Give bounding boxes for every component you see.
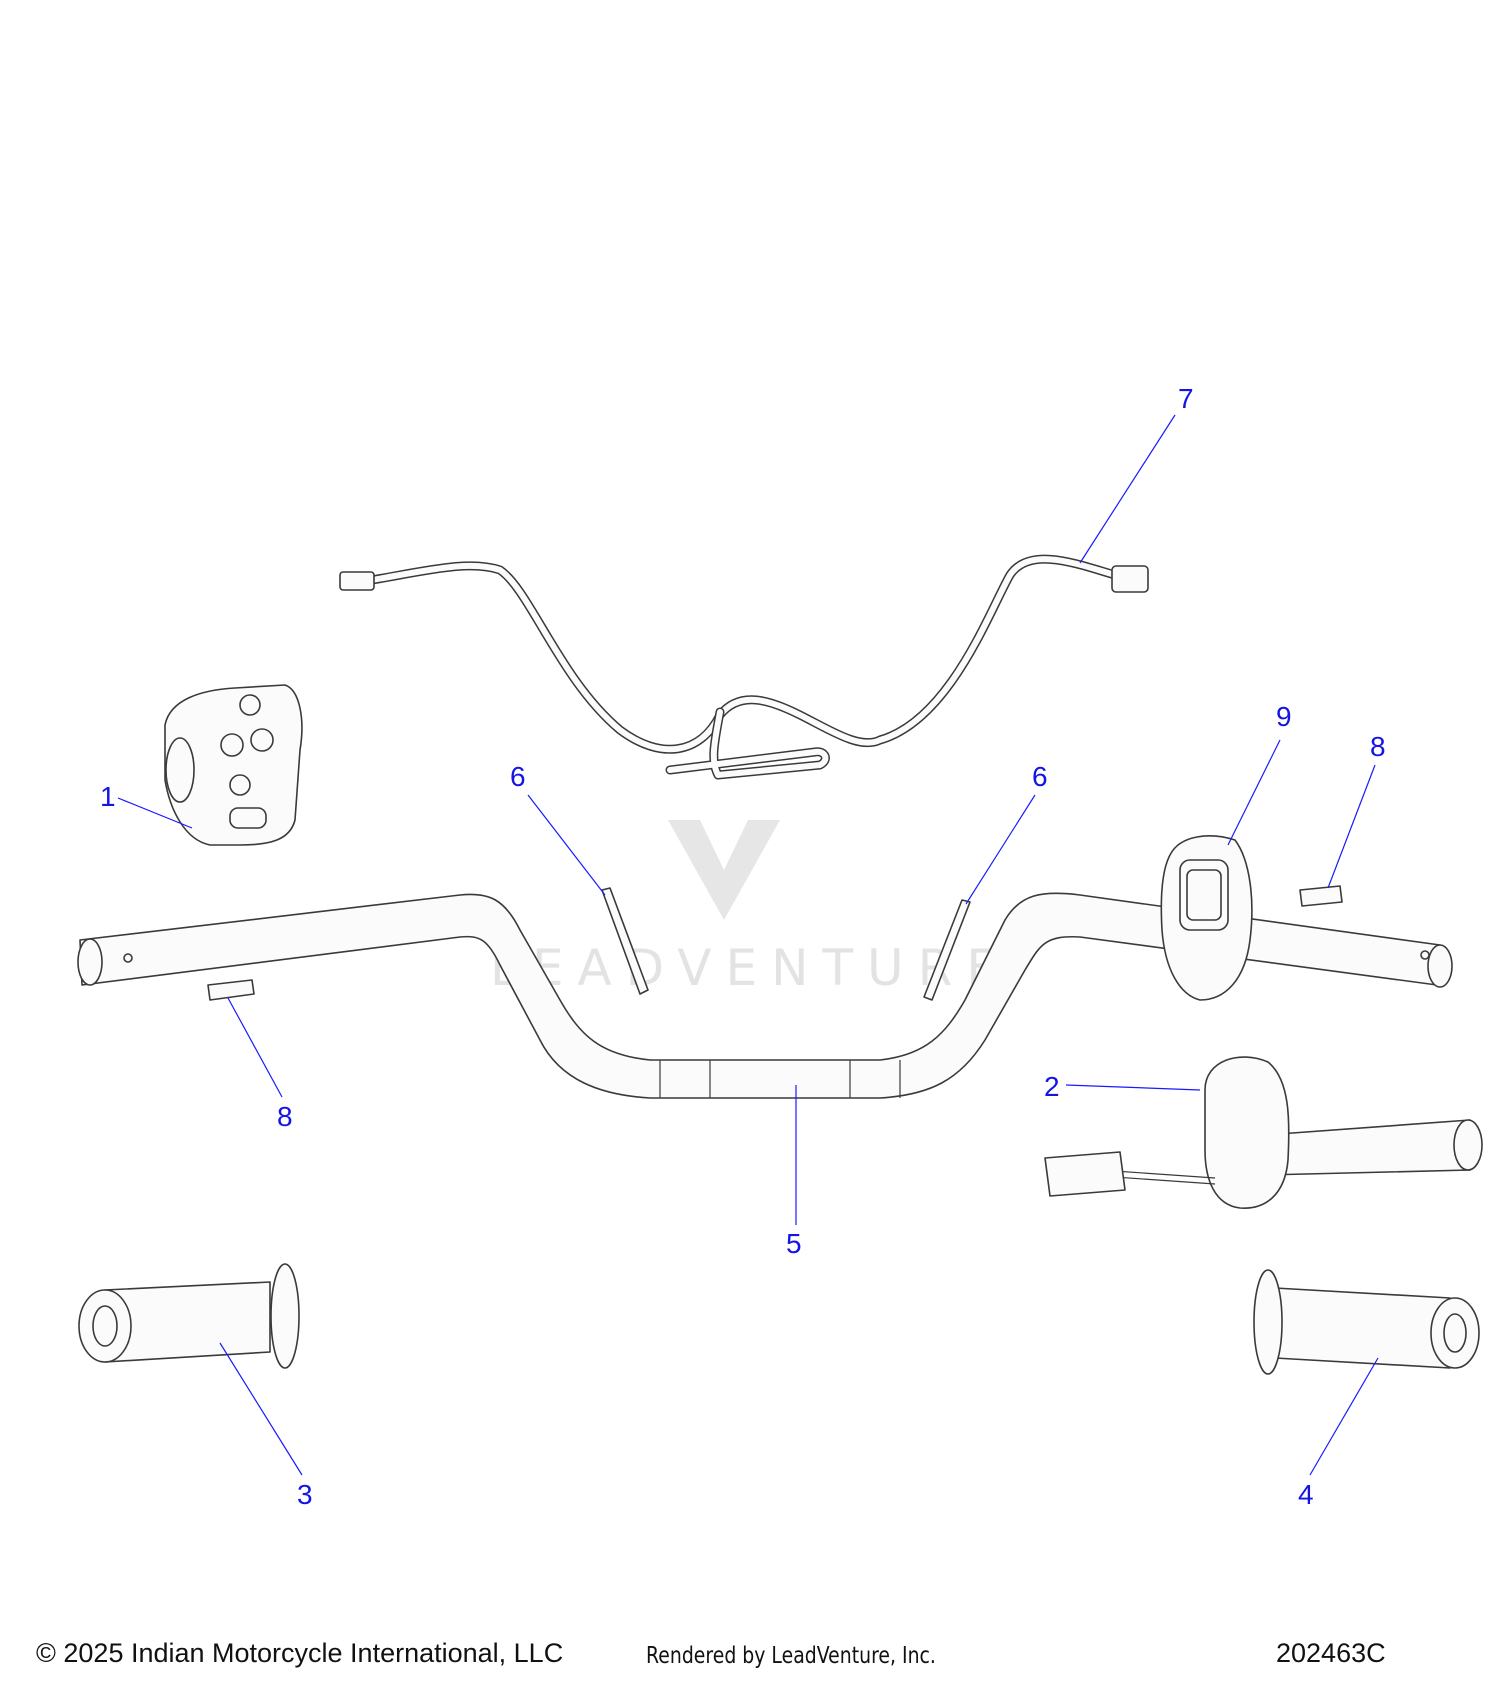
strip-left[interactable] xyxy=(601,887,649,995)
callout-1: 1 xyxy=(100,781,116,812)
diagram-id: 202463C xyxy=(1276,1638,1386,1668)
callout-2: 2 xyxy=(1044,1071,1060,1102)
callouts: 1 2 3 4 5 6 6 7 8 8 9 xyxy=(100,383,1386,1510)
right-grip[interactable] xyxy=(1253,1269,1480,1375)
left-switch-housing[interactable] xyxy=(164,684,303,846)
clip-right[interactable] xyxy=(1299,885,1343,907)
connector-left xyxy=(339,571,375,591)
switch-button-left-icon xyxy=(220,733,244,757)
copyright-notice: © 2025 Indian Motorcycle International, … xyxy=(36,1638,564,1668)
callout-6-left: 6 xyxy=(510,761,526,792)
callout-7: 7 xyxy=(1178,383,1194,414)
throttle-assembly[interactable] xyxy=(1044,1056,1483,1209)
callout-8-left: 8 xyxy=(277,1101,293,1132)
switch-button-top-icon xyxy=(239,694,261,716)
watermark-logo-icon xyxy=(668,820,780,920)
handlebar[interactable] xyxy=(77,892,1453,1099)
callout-3: 3 xyxy=(297,1479,313,1510)
callout-5: 5 xyxy=(786,1228,802,1259)
watermark-text: LEADVENTURE xyxy=(490,939,1012,997)
right-switch-housing[interactable] xyxy=(1160,835,1253,1001)
throttle-connector xyxy=(1044,1151,1126,1197)
leader-lines xyxy=(117,414,1379,1476)
connector-right xyxy=(1111,565,1149,593)
switch-button-mid-icon xyxy=(229,774,251,796)
callout-9: 9 xyxy=(1276,701,1292,732)
rendered-by-notice: Rendered by LeadVenture, Inc. xyxy=(646,1643,936,1669)
watermark: LEADVENTURE xyxy=(490,820,1012,997)
switch-rocker-icon xyxy=(229,807,267,829)
callout-4: 4 xyxy=(1298,1479,1314,1510)
clip-left[interactable] xyxy=(207,979,255,1001)
wiring-harness[interactable] xyxy=(339,554,1149,780)
callout-6-right: 6 xyxy=(1032,761,1048,792)
switch-button-right-icon xyxy=(250,728,274,752)
left-grip[interactable] xyxy=(78,1263,300,1369)
callout-8-right: 8 xyxy=(1370,731,1386,762)
